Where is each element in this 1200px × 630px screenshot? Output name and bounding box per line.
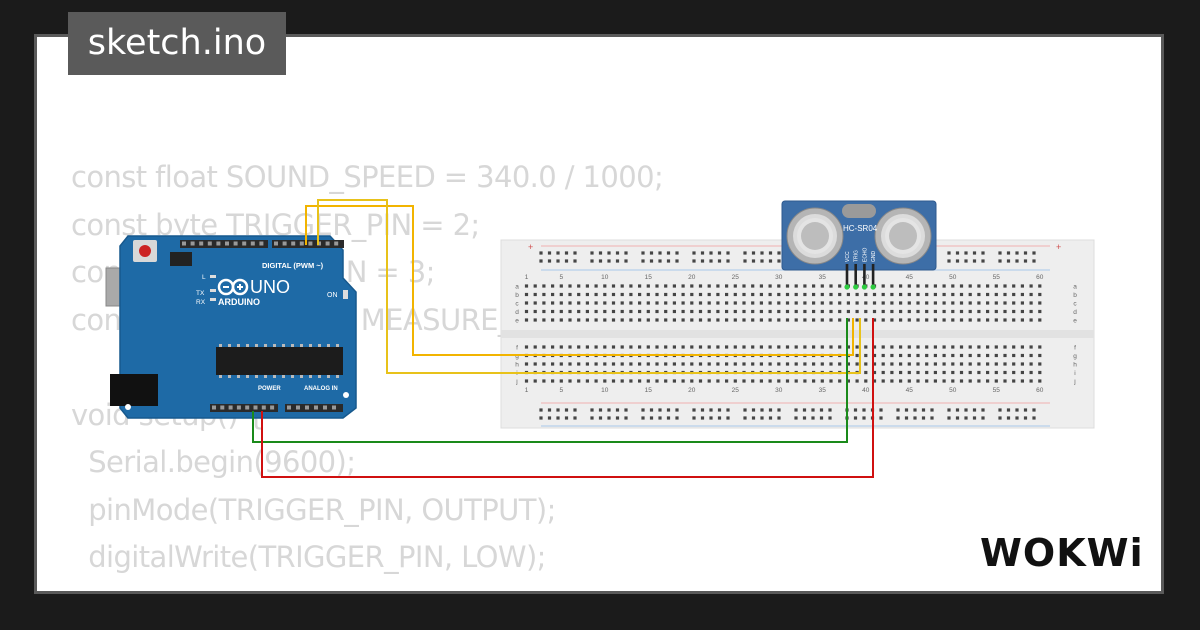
sensor-pin-label: ECHO <box>862 247 868 262</box>
power-jack <box>110 374 158 406</box>
row-letter: d <box>515 309 519 316</box>
row-letter: b <box>1073 292 1077 299</box>
code-line: pinMode(ECHO_PIN, INPUT); <box>71 582 814 592</box>
row-letter: h <box>515 362 519 369</box>
column-number: 55 <box>993 274 1001 281</box>
column-number: 20 <box>688 274 696 281</box>
column-number: 30 <box>775 274 783 281</box>
code-line: digitalWrite(TRIGGER_PIN, LOW); <box>71 540 546 574</box>
tx-label: TX <box>196 290 205 297</box>
column-number: 10 <box>601 387 609 394</box>
row-letter: e <box>1073 318 1077 325</box>
plus-rail-symbol-right: + <box>1056 242 1061 252</box>
power-label: POWER <box>258 386 281 392</box>
code-line: Serial.begin(9600); <box>71 445 356 479</box>
row-letter: c <box>1073 301 1077 308</box>
row-letter: j <box>1073 379 1075 386</box>
digital-label: DIGITAL (PWM ~) <box>262 261 324 270</box>
column-number: 45 <box>906 274 914 281</box>
column-number: 5 <box>559 387 563 394</box>
wokwi-logo: WOKWi <box>980 531 1144 575</box>
column-number: 50 <box>949 274 957 281</box>
arduino-uno[interactable]: DIGITAL (PWM ~) UNO ARDUINO ON TX RX L P… <box>105 235 357 419</box>
on-label: ON <box>327 292 338 299</box>
breadboard-holes <box>524 251 1042 420</box>
crystal <box>842 204 876 218</box>
column-number: 35 <box>819 387 827 394</box>
column-number: 20 <box>688 387 696 394</box>
code-line: pinMode(TRIGGER_PIN, OUTPUT); <box>71 492 556 527</box>
wokwi-logo-text: WOKWi <box>980 531 1144 575</box>
trigger-wire[interactable] <box>305 205 854 356</box>
column-number: 15 <box>645 387 653 394</box>
column-number: 1 <box>525 387 529 394</box>
arduino-logo <box>217 278 249 296</box>
row-letter: i <box>1074 370 1075 377</box>
row-letter: e <box>515 318 519 325</box>
wires <box>252 199 874 478</box>
column-number: 30 <box>775 387 783 394</box>
l-label: L <box>202 274 206 281</box>
row-letter: a <box>1073 284 1077 291</box>
brand-label: ARDUINO <box>218 297 260 307</box>
sensor-pin-label: TRIG <box>854 250 860 262</box>
atmega-chip <box>216 347 343 375</box>
column-number: 25 <box>732 274 740 281</box>
transmitter <box>786 207 844 265</box>
row-letter: c <box>515 301 519 308</box>
code-line: const float SOUND_SPEED = 340.0 / 1000; <box>71 160 664 194</box>
column-number: 60 <box>1036 387 1044 394</box>
plus-rail-symbol: + <box>528 242 533 252</box>
analog-label: ANALOG IN <box>304 386 338 392</box>
row-letter: j <box>515 379 517 386</box>
sensor-model-label: HC-SR04 <box>843 224 878 233</box>
sensor-pin-label: GND <box>871 251 877 263</box>
column-number: 40 <box>862 274 870 281</box>
column-number: 1 <box>525 274 529 281</box>
column-number: 15 <box>645 274 653 281</box>
column-number: 25 <box>732 387 740 394</box>
sensor-pin-label: VCC <box>845 251 851 262</box>
row-letter: f <box>1074 345 1076 352</box>
row-letter: b <box>515 292 519 299</box>
column-number: 10 <box>601 274 609 281</box>
code-editor: const float SOUND_SPEED = 340.0 / 1000; c… <box>71 154 815 592</box>
row-letter: h <box>1073 362 1077 369</box>
echo-wire[interactable] <box>317 199 861 374</box>
rx-label: RX <box>196 299 206 306</box>
gnd-wire[interactable] <box>252 318 848 443</box>
column-number: 45 <box>906 387 914 394</box>
column-number: 40 <box>862 387 870 394</box>
row-letter: g <box>1073 353 1077 360</box>
power-header <box>210 404 343 412</box>
column-number: 35 <box>819 274 827 281</box>
column-number: 5 <box>559 274 563 281</box>
digital-header <box>180 240 344 248</box>
receiver <box>874 207 932 265</box>
vcc-wire[interactable] <box>261 318 874 478</box>
row-letter: d <box>1073 309 1077 316</box>
row-letter: a <box>515 284 519 291</box>
file-tab[interactable]: sketch.ino <box>68 12 286 75</box>
row-letter: f <box>516 345 518 352</box>
row-letter: g <box>515 353 519 360</box>
column-number: 60 <box>1036 274 1044 281</box>
column-number: 50 <box>949 387 957 394</box>
column-number: 55 <box>993 387 1001 394</box>
model-label: UNO <box>250 277 290 297</box>
file-tab-label: sketch.ino <box>87 23 267 63</box>
